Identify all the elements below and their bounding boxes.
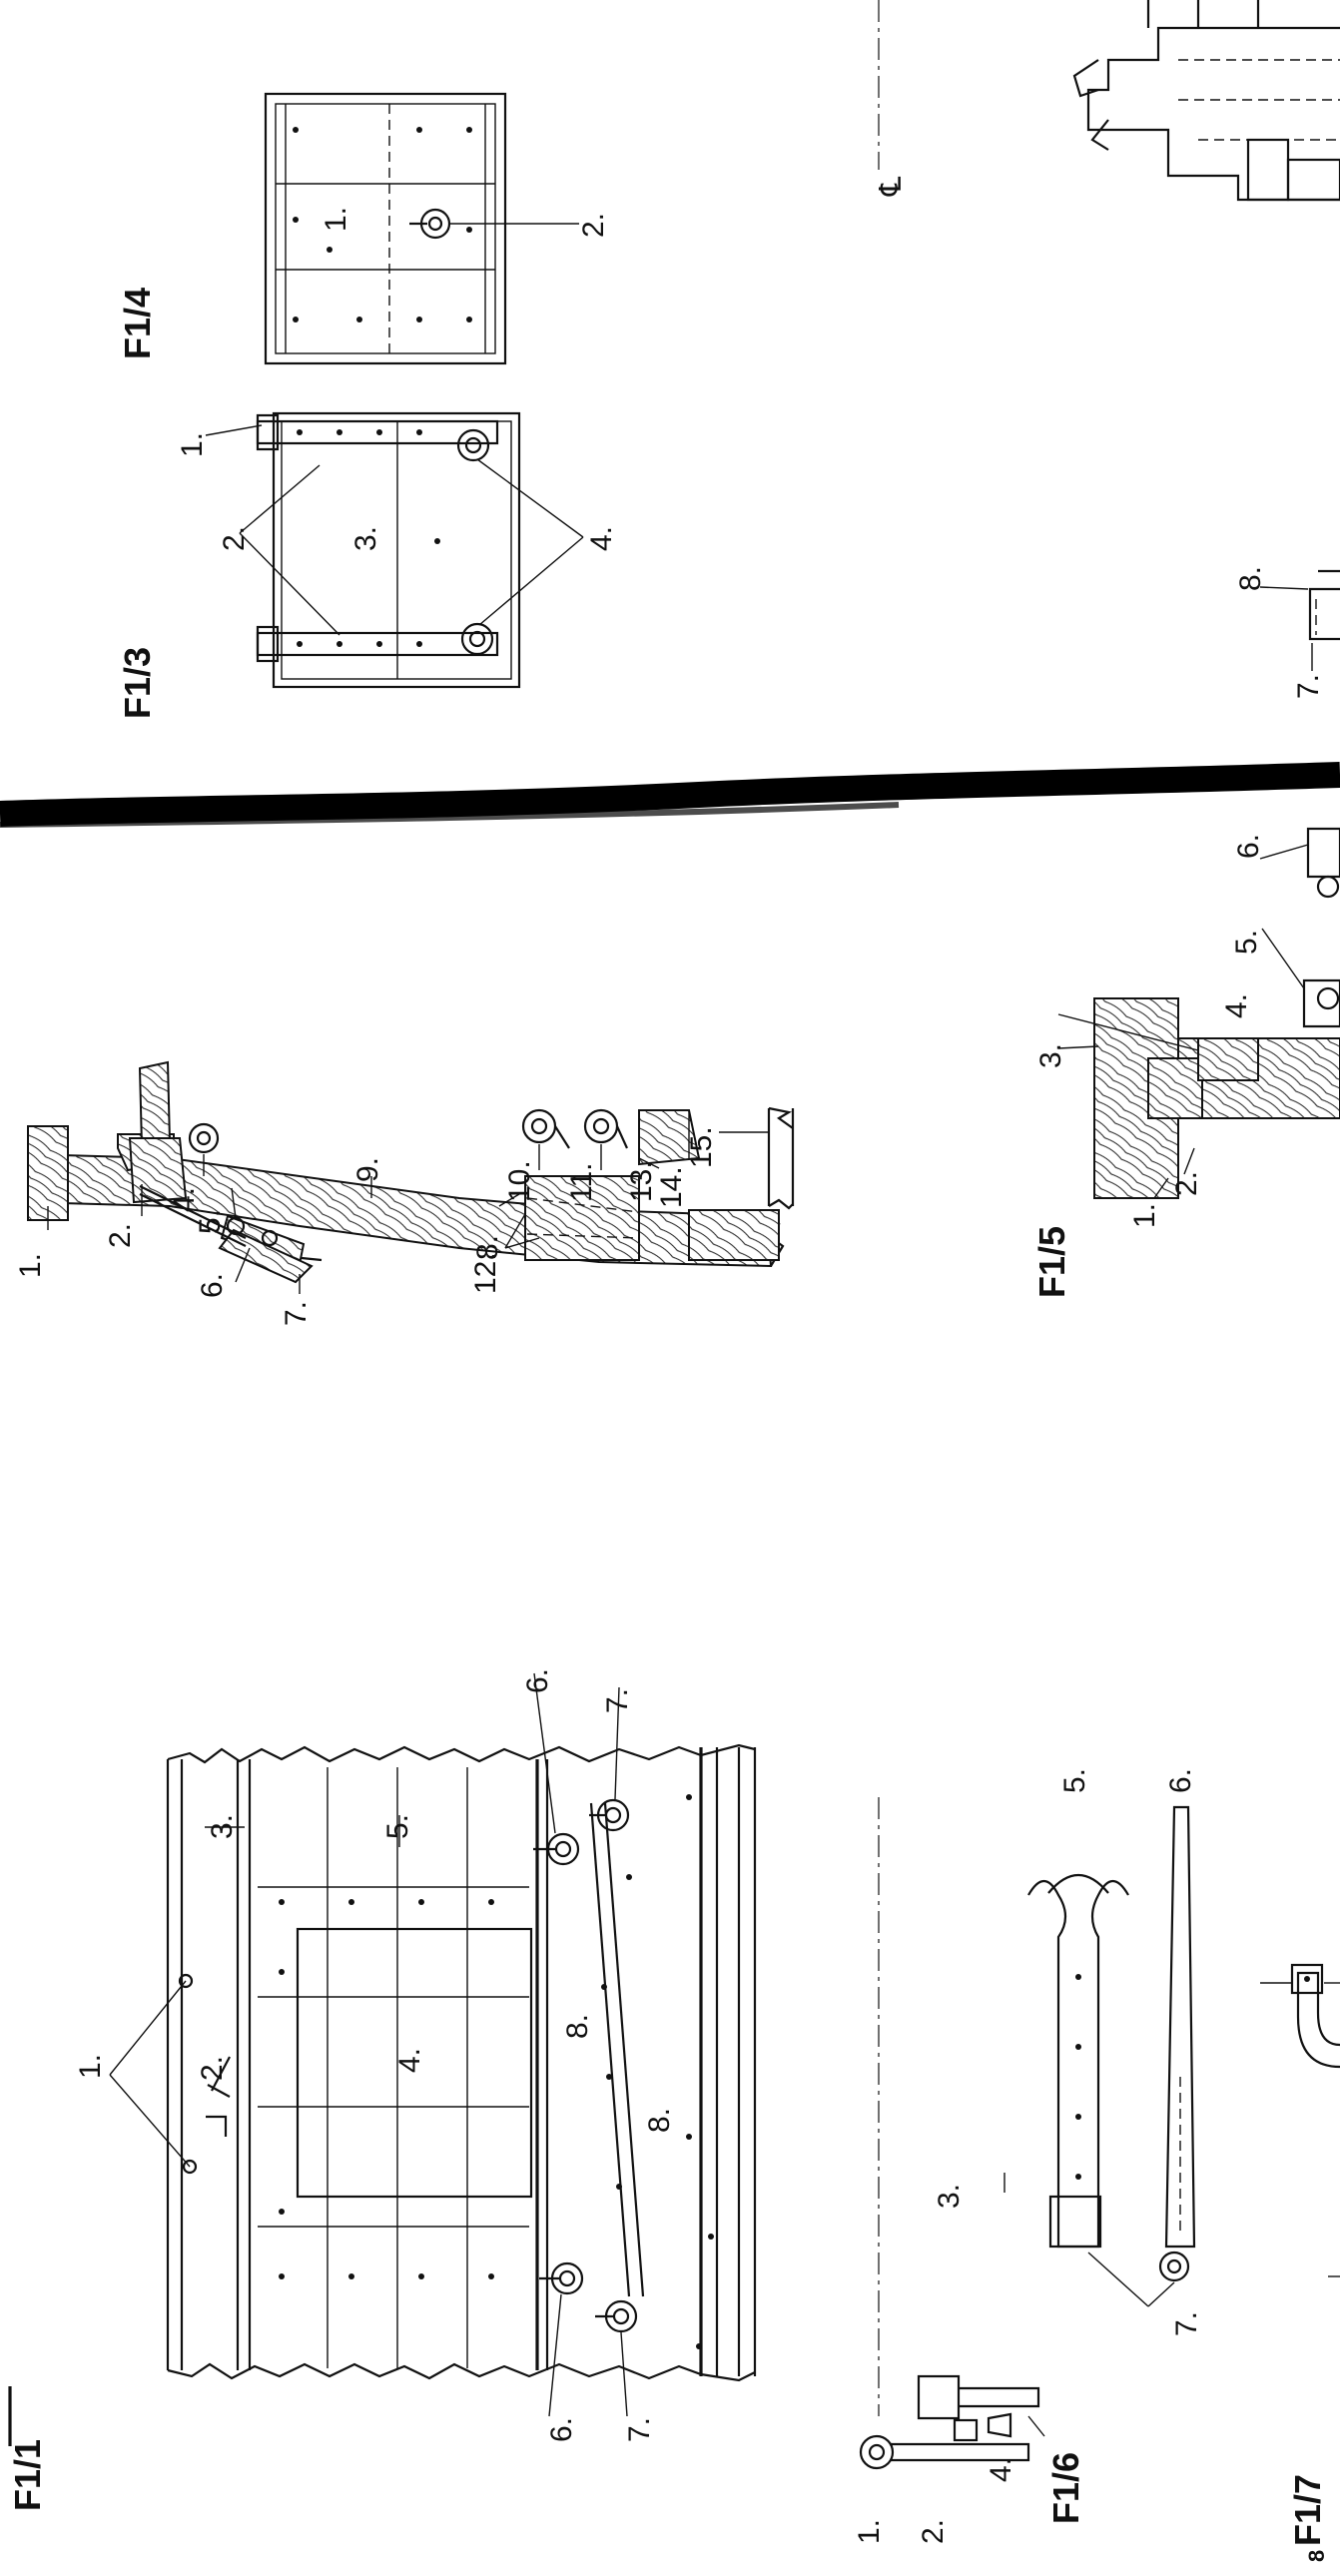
f1-3-label-1: 1. — [176, 432, 209, 457]
f1-1-label-5: 5. — [381, 1814, 414, 1839]
f1-1-label-8a: 8. — [561, 2014, 594, 2039]
f1-2-label-11: 11. — [565, 1163, 598, 1202]
f1-6-label-2: 2. — [917, 2519, 950, 2544]
f1-5-label-4: 4. — [1220, 993, 1253, 1018]
leaders-f1-2 — [47, 1110, 769, 1294]
f1-2-label-10: 10. — [503, 1160, 536, 1202]
f1-2-label-4: 4. — [168, 1187, 201, 1212]
f1-1-label-4: 4. — [393, 2048, 426, 2073]
f1-2-label-2: 2. — [104, 1223, 137, 1248]
figure-f1-4: F1/4 1. 2. — [117, 92, 610, 365]
f1-3-label-3: 3. — [349, 526, 382, 551]
f1-1-label-7a: 7. — [601, 1688, 634, 1713]
f1-1-label-6b: 6. — [545, 2417, 578, 2442]
f1-1-label-8b: 8. — [643, 2108, 676, 2133]
figure-f1-2: 1. 2. 4. 5. 6. 7. 8. 9. 10. 11. 12. 13. … — [14, 1060, 795, 1326]
side-panel — [166, 1743, 757, 2382]
f1-3-label-2: 2. — [218, 526, 251, 551]
f1-2-label-1: 1. — [14, 1253, 47, 1278]
figure-f1-1: F1/1 — [7, 1668, 757, 2511]
rivets — [279, 1794, 714, 2349]
figure-f1-6: F1/6 1. 2. 3. 4. 5. 6. 7. — [853, 1768, 1203, 2544]
f1-5-label-6: 6. — [1232, 834, 1265, 859]
figure-f1-5: F1/5 1. 2. 3. 4. 5. 6. 7. 8. — [1031, 566, 1340, 1298]
leaders-f1-1 — [109, 1672, 628, 2417]
f1-2-label-14: 14. — [655, 1166, 688, 1208]
f1-1-label-3: 3. — [206, 1814, 239, 1839]
f1-5-label-7: 7. — [1292, 674, 1325, 699]
figure-title-f1-7: F1/7 — [1287, 2474, 1328, 2546]
f1-4-label-2: 2. — [577, 213, 610, 238]
f1-6-label-7: 7. — [1170, 2311, 1203, 2336]
figure-f1-3: F1/3 1. 2. 3. 4. — [117, 411, 618, 719]
upper-rail — [138, 1060, 172, 1148]
f1-5-label-2: 2. — [1170, 1171, 1203, 1196]
f1-4-label-1: 1. — [320, 207, 352, 232]
figure-f1-7: F1/7 — [1260, 1963, 1340, 2546]
f1-5-label-5: 5. — [1230, 930, 1263, 955]
f1-3-label-4: 4. — [585, 526, 618, 551]
f1-2-label-15: 15. — [685, 1126, 718, 1168]
f1-6-label-5: 5. — [1058, 1768, 1091, 1793]
f1-2-label-13: 13. — [625, 1160, 658, 1202]
ring-handles — [533, 1798, 638, 2333]
f1-5-label-8: 8. — [1234, 566, 1267, 591]
f1-6-label-6: 6. — [1164, 1768, 1197, 1793]
flap-panel — [272, 411, 521, 689]
f1-1-label-7b: 7. — [623, 2417, 656, 2442]
figure-title-f1-4: F1/4 — [117, 288, 158, 359]
figure-title-f1-3: F1/3 — [117, 647, 158, 719]
door-opening — [296, 1927, 533, 2199]
f1-1-label-2: 2. — [196, 2056, 229, 2081]
f1-2-label-12: 12. — [469, 1252, 502, 1294]
corner-mark: 8 — [1304, 2550, 1329, 2562]
f1-2-label-5: 5. — [194, 1209, 227, 1234]
f1-6-label-1: 1. — [853, 2519, 886, 2544]
door-latch — [178, 1973, 231, 2175]
figure-title-f1-6: F1/6 — [1045, 2452, 1086, 2524]
panel — [264, 92, 507, 365]
f1-2-label-6: 6. — [196, 1273, 229, 1298]
f1-6-label-4: 4. — [985, 2457, 1017, 2482]
figure-title-f1-1: F1/1 — [7, 2439, 48, 2511]
bogie-partial: ℄ — [875, 0, 1340, 202]
floor-bearer — [524, 1175, 640, 1261]
f1-2-label-7: 7. — [280, 1301, 313, 1326]
f1-5-label-3: 3. — [1034, 1043, 1067, 1068]
f1-6-label-3: 3. — [933, 2184, 966, 2209]
figure-title-f1-5: F1/5 — [1031, 1226, 1072, 1298]
f1-2-label-9: 9. — [351, 1157, 384, 1182]
f1-1-label-1: 1. — [74, 2054, 107, 2079]
centerline-mark: ℄ — [875, 176, 908, 197]
f1-1-label-6a: 6. — [521, 1668, 554, 1693]
f1-2-label-8: 8. — [471, 1235, 504, 1260]
sheet-fold — [0, 762, 1340, 827]
top-rail — [27, 1125, 69, 1221]
f1-5-label-1: 1. — [1128, 1203, 1161, 1228]
